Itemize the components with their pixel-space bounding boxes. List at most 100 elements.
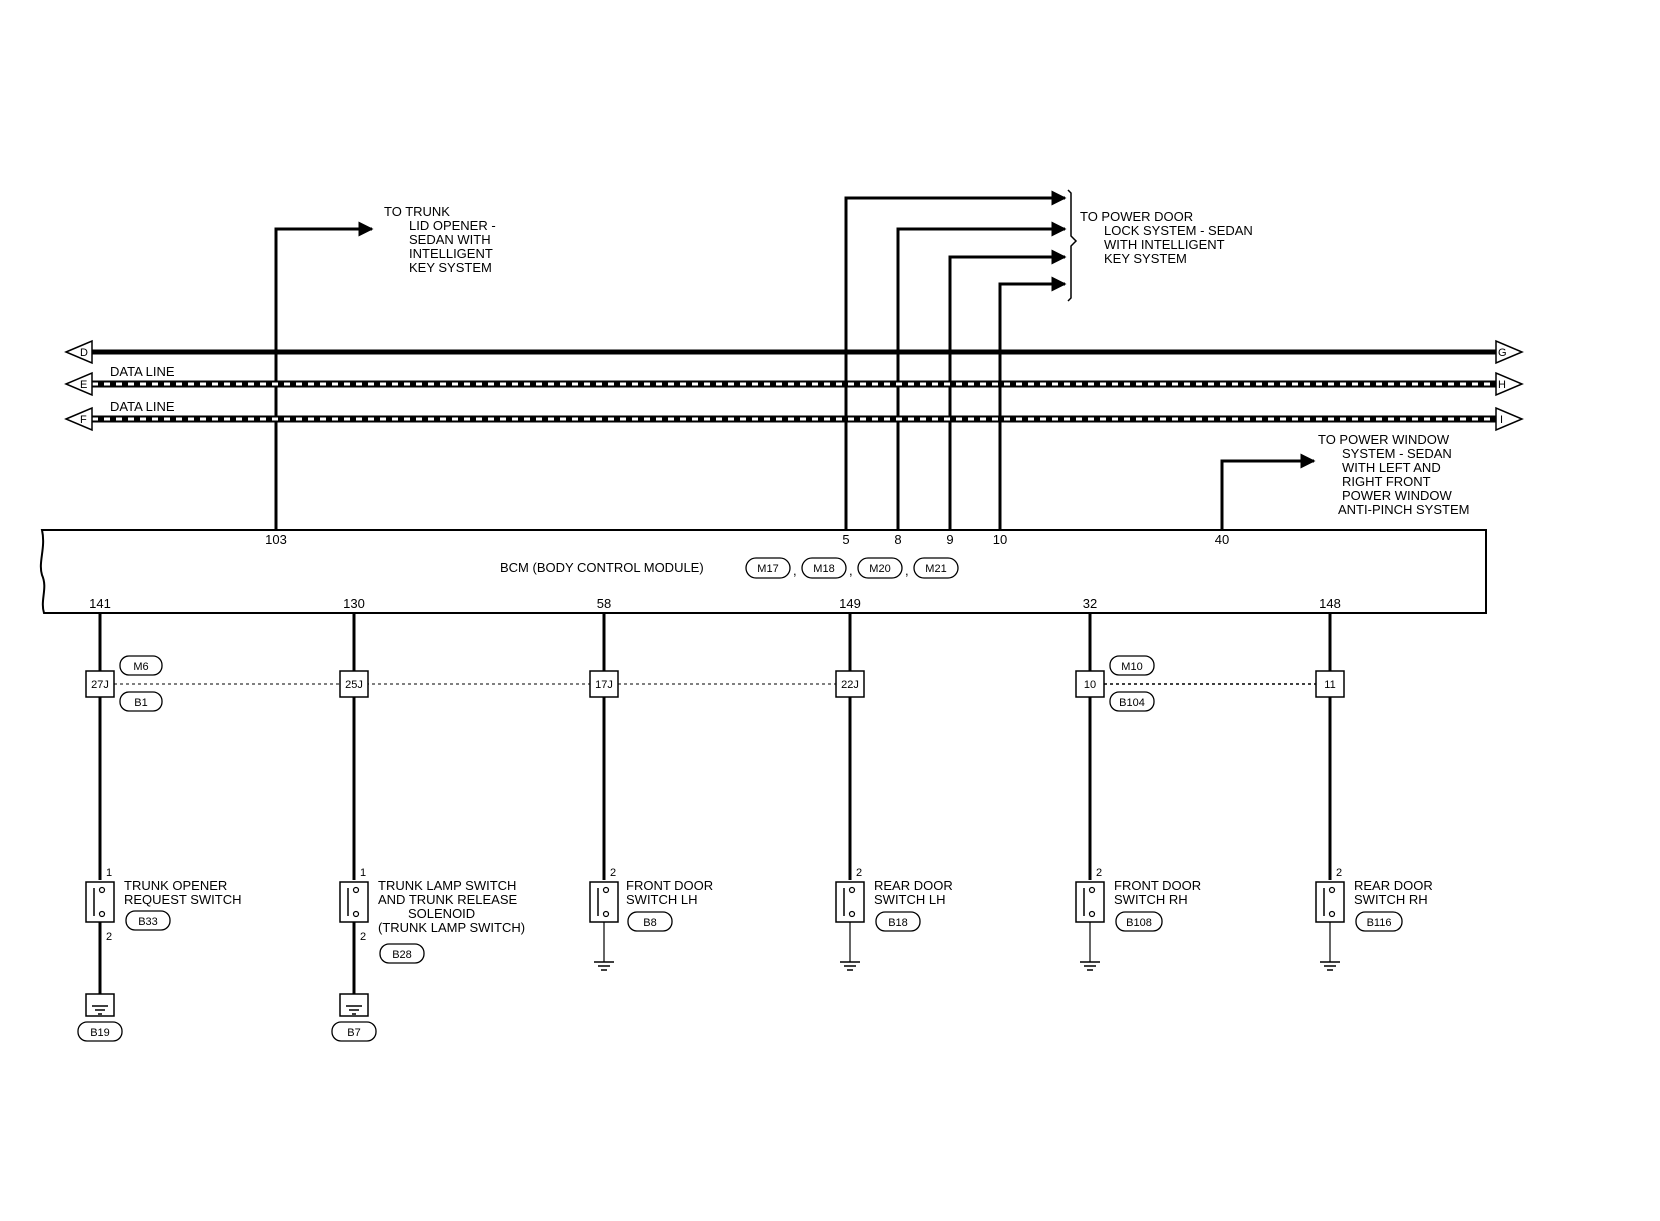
- terminal-22j: 22J: [841, 679, 859, 691]
- switch-1-name-1: REQUEST SWITCH: [124, 892, 242, 907]
- bus-g-letter: G: [1498, 347, 1507, 359]
- bcm-pin-103: 103: [265, 532, 287, 547]
- switch-5-name-0: FRONT DOOR: [1114, 878, 1201, 893]
- junction-b104: B104: [1119, 697, 1145, 709]
- switch-4-name-1: SWITCH LH: [874, 892, 946, 907]
- switch-5-pin-top: 2: [1096, 867, 1102, 879]
- bcm-connector-sep-2: ,: [849, 563, 853, 578]
- switch-front-door-lh: 2 FRONT DOOR SWITCH LH B8: [589, 867, 713, 971]
- switch-4-connector: B18: [888, 917, 908, 929]
- door-lock-label-0: TO POWER DOOR: [1080, 209, 1193, 224]
- wire-10: [998, 276, 1067, 530]
- terminal-22j-box: [835, 670, 865, 698]
- switch-2-connector: B28: [392, 949, 412, 961]
- bus-e-letter: E: [80, 379, 87, 391]
- bcm-connector-m18-oval: [801, 557, 847, 579]
- bcm-pin-149: 149: [839, 596, 861, 611]
- switch-1-pin-bottom: 2: [106, 931, 112, 943]
- bus-h-letter: H: [1498, 379, 1506, 391]
- switch-1-connector: B33: [138, 916, 158, 928]
- switch-2-name-2: SOLENOID: [408, 906, 475, 921]
- terminal-11: 11: [1324, 679, 1335, 691]
- junction-b1-oval: [119, 691, 163, 712]
- power-window-label-2: WITH LEFT AND: [1342, 460, 1441, 475]
- switch-3-name-0: FRONT DOOR: [626, 878, 713, 893]
- bcm-connector-sep-3: ,: [905, 563, 909, 578]
- junction-m10-oval: [1109, 655, 1155, 676]
- switch-3-connector: B8: [643, 917, 656, 929]
- power-window-label-4: POWER WINDOW: [1342, 488, 1452, 503]
- terminal-25j-box: [339, 670, 369, 698]
- switch-6-name-1: SWITCH RH: [1354, 892, 1428, 907]
- power-window-label-3: RIGHT FRONT: [1342, 474, 1431, 489]
- switch-trunk-opener: 1 2 TRUNK OPENER REQUEST SWITCH B33 B19: [77, 867, 242, 1042]
- trunk-opener-label-4: KEY SYSTEM: [409, 260, 492, 275]
- bcm-pin-58: 58: [597, 596, 611, 611]
- terminal-10-box: [1075, 670, 1105, 698]
- junction-b1: B1: [134, 697, 147, 709]
- switch-rear-door-lh: 2 REAR DOOR SWITCH LH B18: [835, 867, 953, 971]
- door-lock-label-2: WITH INTELLIGENT: [1104, 237, 1225, 252]
- offpage-f: [64, 406, 93, 432]
- switch-6-connector: B116: [1367, 917, 1392, 929]
- junction-m6: M6: [133, 661, 148, 673]
- bcm-pin-141: 141: [89, 596, 111, 611]
- bcm-pin-10: 10: [993, 532, 1007, 547]
- trunk-opener-label-2: SEDAN WITH: [409, 232, 491, 247]
- offpage-g: [1495, 339, 1524, 365]
- trunk-opener-label-3: INTELLIGENT: [409, 246, 493, 261]
- switch-2-name-0: TRUNK LAMP SWITCH: [378, 878, 516, 893]
- bcm-pin-5: 5: [842, 532, 849, 547]
- terminal-10: 10: [1084, 679, 1096, 691]
- door-lock-bracket: [1067, 189, 1078, 302]
- switch-rear-door-rh: 2 REAR DOOR SWITCH RH B116: [1315, 867, 1433, 971]
- bcm-pin-130: 130: [343, 596, 365, 611]
- terminal-25j: 25J: [345, 679, 363, 691]
- junction-b104-oval: [1109, 691, 1155, 712]
- switch-front-door-rh: 2 FRONT DOOR SWITCH RH B108: [1075, 867, 1201, 971]
- offpage-h: [1495, 371, 1524, 397]
- switch-2-pin-bottom: 2: [360, 931, 366, 943]
- power-window-label-1: SYSTEM - SEDAN: [1342, 446, 1452, 461]
- ground-1-body: [85, 993, 115, 1017]
- switch-1-name-0: TRUNK OPENER: [124, 878, 227, 893]
- switch-3-name-1: SWITCH LH: [626, 892, 698, 907]
- offpage-i: [1495, 406, 1524, 432]
- switch-1-pin-top: 1: [106, 867, 112, 879]
- switch-5-name-1: SWITCH RH: [1114, 892, 1188, 907]
- ground-2-body: [339, 993, 369, 1017]
- bcm-connector-m17: M17: [757, 563, 778, 575]
- switch-4-pin-top: 2: [856, 867, 862, 879]
- terminal-27j: 27J: [91, 679, 109, 691]
- wire-8: [896, 221, 1067, 530]
- bus-f-letter: F: [80, 414, 87, 426]
- bcm-title: BCM (BODY CONTROL MODULE): [500, 560, 704, 575]
- bcm-connector-m21-oval: [913, 557, 959, 579]
- bcm-pin-40: 40: [1215, 532, 1229, 547]
- switch-6-name-0: REAR DOOR: [1354, 878, 1433, 893]
- offpage-e: [64, 371, 93, 397]
- door-lock-label-1: LOCK SYSTEM - SEDAN: [1104, 223, 1253, 238]
- switch-trunk-lamp: 1 2 TRUNK LAMP SWITCH AND TRUNK RELEASE …: [331, 867, 525, 1042]
- switch-2-name-1: AND TRUNK RELEASE: [378, 892, 518, 907]
- bus-e-label: DATA LINE: [110, 364, 175, 379]
- bcm-connector-m21: M21: [925, 563, 946, 575]
- ground-2-connector: B7: [347, 1027, 360, 1039]
- bus-d-letter: D: [80, 347, 88, 359]
- bcm-connector-sep-1: ,: [793, 563, 797, 578]
- bus-f-label: DATA LINE: [110, 399, 175, 414]
- power-window-label-0: TO POWER WINDOW: [1318, 432, 1450, 447]
- wire-9: [948, 249, 1067, 530]
- trunk-opener-label-1: LID OPENER -: [409, 218, 496, 233]
- ground-1-connector: B19: [90, 1027, 110, 1039]
- switch-4-name-0: REAR DOOR: [874, 878, 953, 893]
- switch-2-name-3: (TRUNK LAMP SWITCH): [378, 920, 525, 935]
- bcm-pin-32: 32: [1083, 596, 1097, 611]
- wire-40: [1220, 453, 1316, 530]
- switch-3-pin-top: 2: [610, 867, 616, 879]
- junction-m10: M10: [1121, 661, 1142, 673]
- offpage-d: [64, 339, 93, 365]
- terminal-11-box: [1315, 670, 1345, 698]
